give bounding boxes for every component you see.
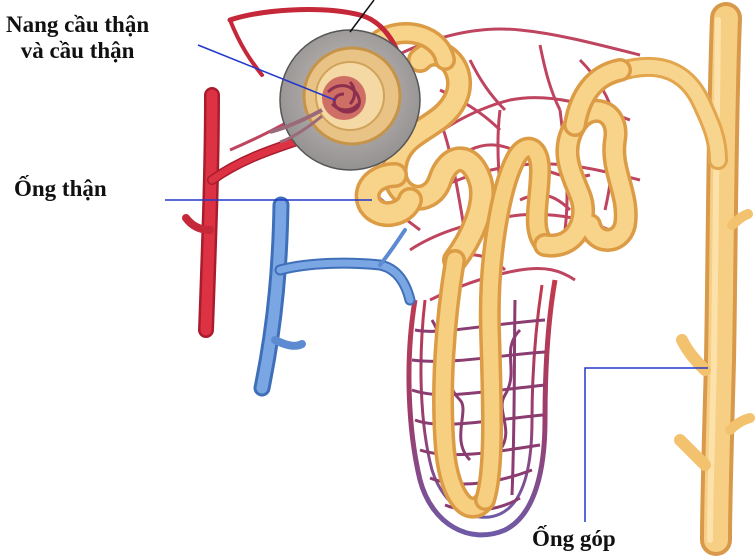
label-glomerulus: Nang cầu thận và cầu thận <box>6 12 149 65</box>
collecting-duct <box>600 18 750 540</box>
label-glomerulus-line1: Nang cầu thận <box>6 12 149 38</box>
label-collecting-duct: Ống góp <box>532 526 616 552</box>
renal-vein <box>262 205 410 388</box>
glomerulus-magnifier <box>270 30 420 170</box>
label-glomerulus-line2: và cầu thận <box>6 38 149 64</box>
label-tubule: Ống thận <box>14 176 107 202</box>
